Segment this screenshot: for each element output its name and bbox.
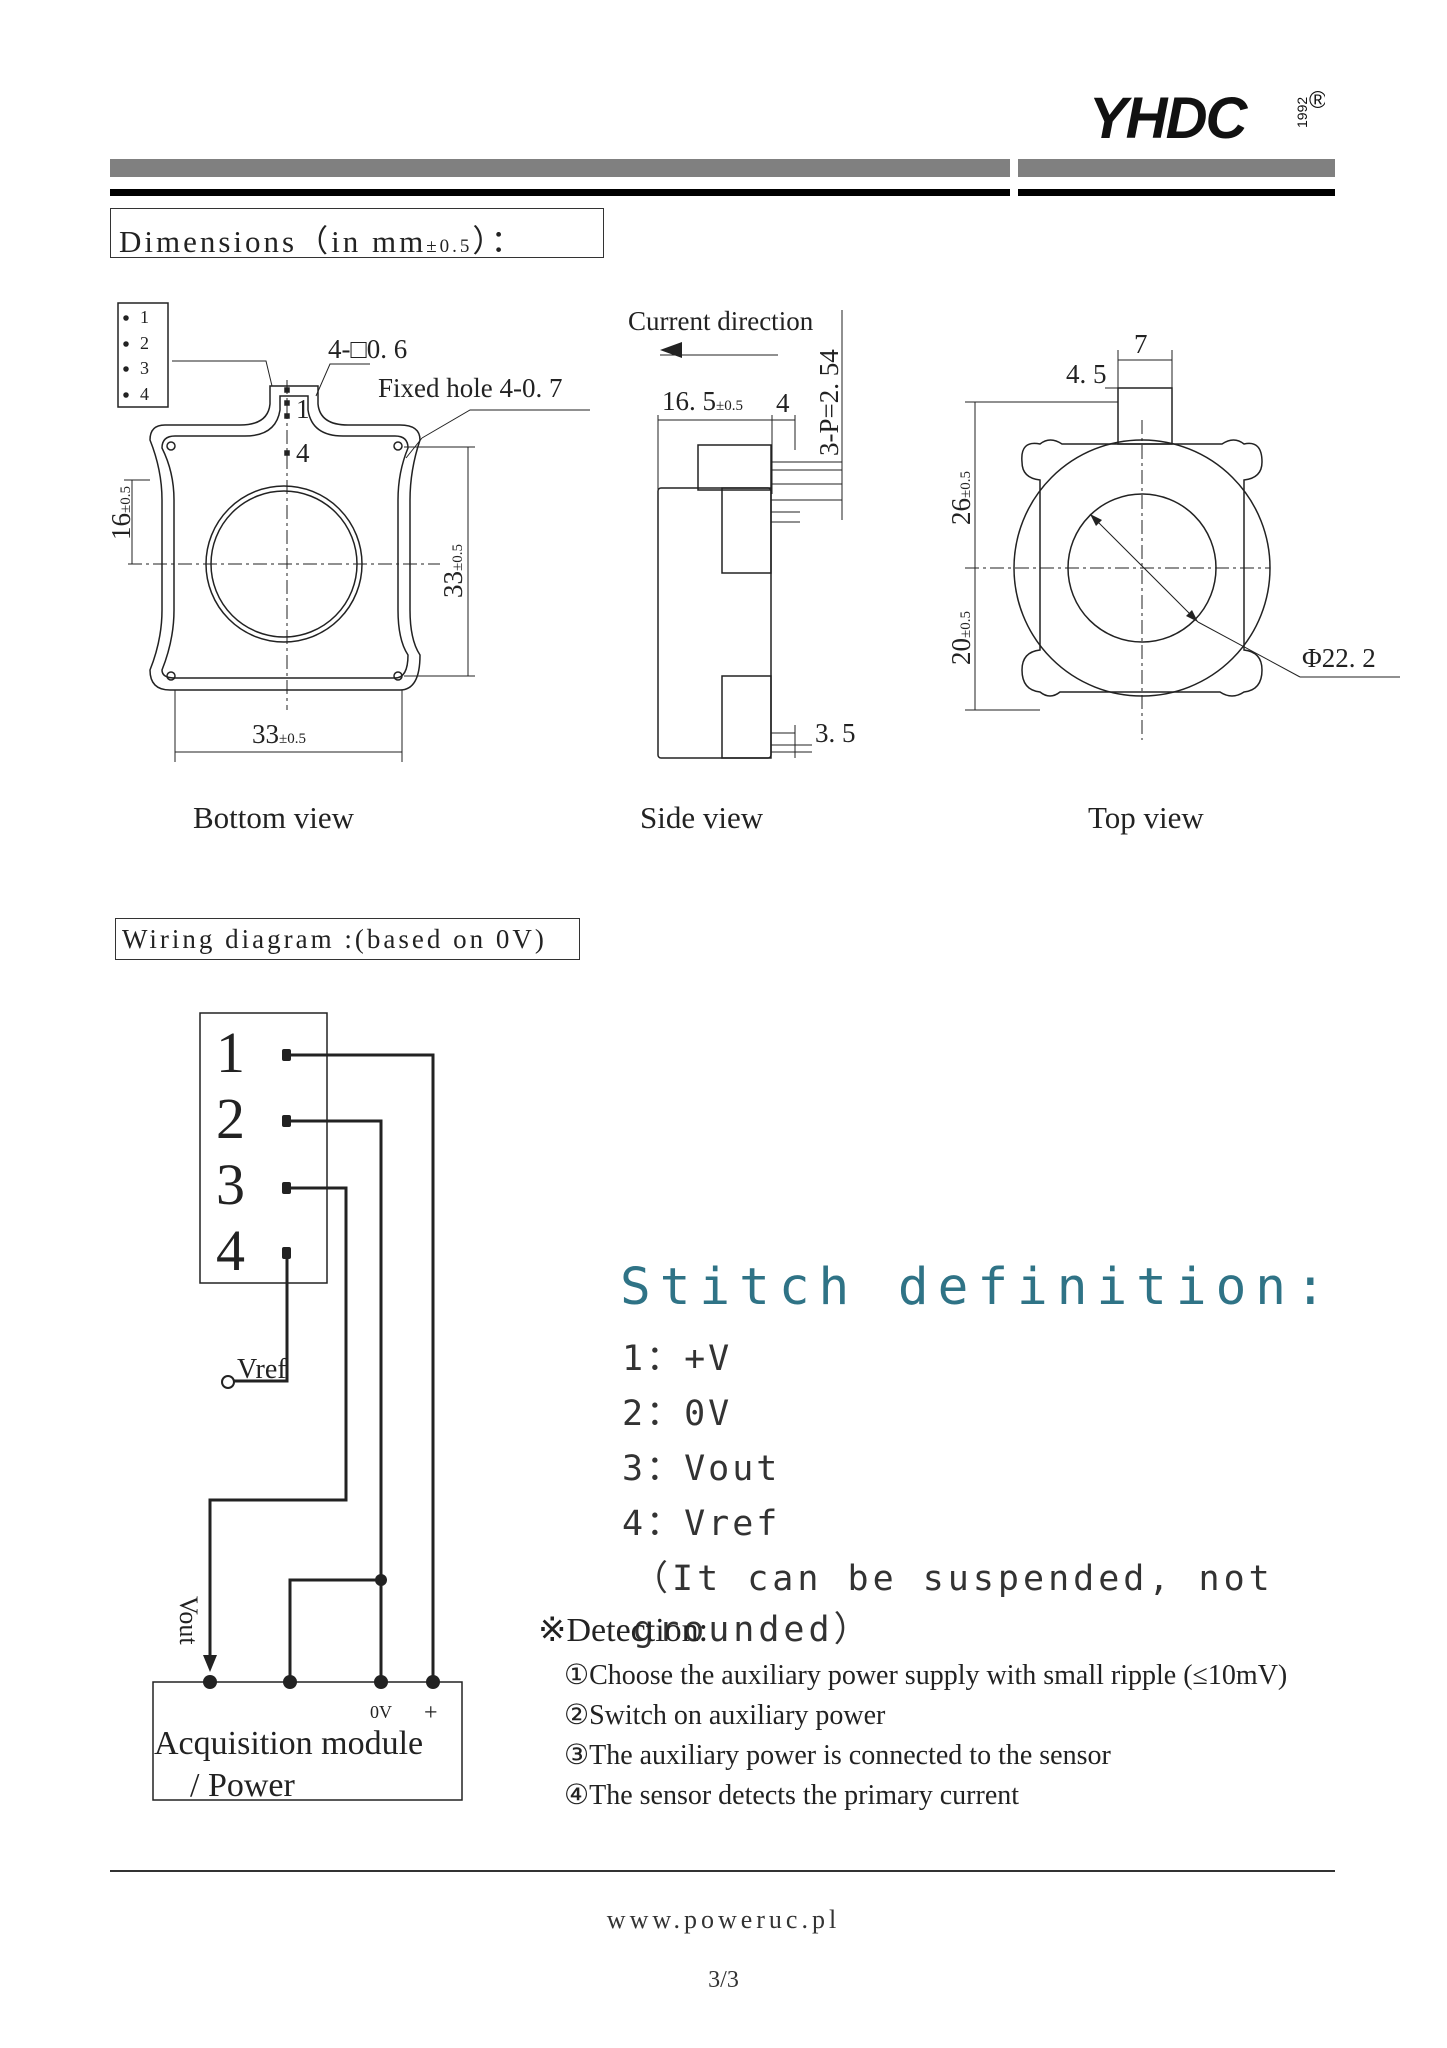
wire-pin-2 xyxy=(287,1119,383,1682)
detection-title: ※Detection: xyxy=(538,1612,709,1649)
legend-pin-4: 4 xyxy=(140,384,149,404)
bottom-view-caption: Bottom view xyxy=(193,800,355,835)
footer-website: www.poweruc.pl xyxy=(606,1905,841,1934)
dimensions-tolerance: ±0.5 xyxy=(426,236,473,257)
dimensions-title: Dimensions（in mm±0.5）： xyxy=(110,208,604,259)
stitch-item-4: 4：Vref xyxy=(622,1504,781,1544)
side-width-label: 16. 5±0.5 xyxy=(662,386,743,416)
logo-year-text: 1992 xyxy=(1294,97,1310,128)
plus-label: + xyxy=(424,1700,438,1726)
wire-pin-3 xyxy=(208,1186,348,1668)
wire-pin-1 xyxy=(287,1053,435,1682)
wiring-pin-3: 3 xyxy=(216,1152,245,1217)
dimensions-title-end: ）： xyxy=(472,224,525,259)
module-label-line2: / Power xyxy=(190,1767,296,1804)
side-dim-35-label: 3. 5 xyxy=(815,718,856,748)
stitch-item-1: 1：+V xyxy=(622,1339,733,1379)
header-bar-gray-left xyxy=(110,159,1010,177)
pitch-label: 3-P=2. 54 xyxy=(814,349,844,456)
stitch-title: Stitch definition: xyxy=(620,1258,1335,1317)
wiring-title: Wiring diagram :(based on 0V) xyxy=(115,918,580,960)
side-view-labels: Current direction 3-P=2. 54 16. 5±0.5 4 … xyxy=(628,306,856,748)
bottom-view-labels: 1 2 3 4 4-□0. 6 Fixed hole 4-0. 7 1 4 16… xyxy=(106,307,563,749)
acquisition-module-box xyxy=(152,1681,463,1801)
top-dim-7-label: 7 xyxy=(1134,329,1148,359)
detection-step-2: ②Switch on auxiliary power xyxy=(564,1700,886,1731)
pin-square-label: 4-□0. 6 xyxy=(328,334,407,364)
logo-brand-text: YHDC xyxy=(1089,86,1248,148)
fixed-hole-label: Fixed hole 4-0. 7 xyxy=(378,373,563,403)
dim-33-right-label: 33±0.5 xyxy=(438,544,468,598)
side-dim-4-label: 4 xyxy=(776,388,790,418)
registered-mark: ® xyxy=(1309,87,1325,114)
legend-pin-2: 2 xyxy=(140,333,149,353)
dimensions-title-text: Dimensions（in mm xyxy=(119,224,427,259)
side-view-caption: Side view xyxy=(640,800,764,835)
wiring-pin-4: 4 xyxy=(216,1218,245,1283)
top-view-labels: 7 4. 5 26±0.5 20±0.5 Φ22. 2 xyxy=(946,329,1376,673)
detection-step-4: ④The sensor detects the primary current xyxy=(564,1780,1020,1811)
top-view-caption: Top view xyxy=(1088,800,1204,835)
wiring-diagram: 1 2 3 4 Vref Vout 0V + Acquisition modul… xyxy=(152,1012,463,1804)
bottom-view-drawing xyxy=(117,302,590,762)
page-number: 3/3 xyxy=(708,1967,739,1993)
top-view-drawing xyxy=(965,350,1400,740)
top-dim-20-label: 20±0.5 xyxy=(946,611,976,665)
detection-step-1: ①Choose the auxiliary power supply with … xyxy=(564,1660,1288,1691)
top-dim-26-label: 26±0.5 xyxy=(946,471,976,525)
header-bar-black-right xyxy=(1018,189,1335,196)
top-diameter-label: Φ22. 2 xyxy=(1302,643,1376,673)
bottom-pin-4-label: 4 xyxy=(296,438,310,468)
pin-legend-box xyxy=(117,302,169,408)
top-dim-45-label: 4. 5 xyxy=(1066,359,1107,389)
wire-pin-4 xyxy=(234,1253,289,1383)
legend-pin-1: 1 xyxy=(140,307,149,327)
wiring-pin-1: 1 xyxy=(216,1020,245,1085)
current-direction-label: Current direction xyxy=(628,306,814,336)
footer-divider xyxy=(110,1870,1335,1872)
connector-box xyxy=(199,1012,328,1284)
zero-v-label: 0V xyxy=(370,1702,392,1722)
header-bar-gray-right xyxy=(1018,159,1335,177)
side-view-drawing xyxy=(657,310,843,759)
vref-label: Vref xyxy=(237,1354,287,1385)
stitch-item-3: 3：Vout xyxy=(622,1449,781,1489)
bottom-pin-1-label: 1 xyxy=(296,394,310,424)
dimension-drawings: 1 2 3 4 4-□0. 6 Fixed hole 4-0. 7 1 4 16… xyxy=(106,302,1400,762)
module-label-line1: Acquisition module xyxy=(154,1725,423,1762)
header-bar-black-left xyxy=(110,189,1010,196)
stitch-item-2: 2：0V xyxy=(622,1394,733,1434)
stitch-note: （It can be suspended, not grounded） xyxy=(633,1559,1274,1650)
wire-0v-branch xyxy=(288,1578,381,1682)
vref-terminal xyxy=(221,1375,235,1389)
detection-step-3: ③The auxiliary power is connected to the… xyxy=(564,1740,1111,1771)
legend-pin-3: 3 xyxy=(140,358,149,378)
vout-label: Vout xyxy=(174,1596,203,1645)
dim-16-label: 16±0.5 xyxy=(106,486,136,540)
yhdc-logo: YHDC 1992 ® xyxy=(1089,86,1325,148)
wiring-pin-2: 2 xyxy=(216,1086,245,1151)
dim-33-bottom-label: 33±0.5 xyxy=(252,719,306,749)
